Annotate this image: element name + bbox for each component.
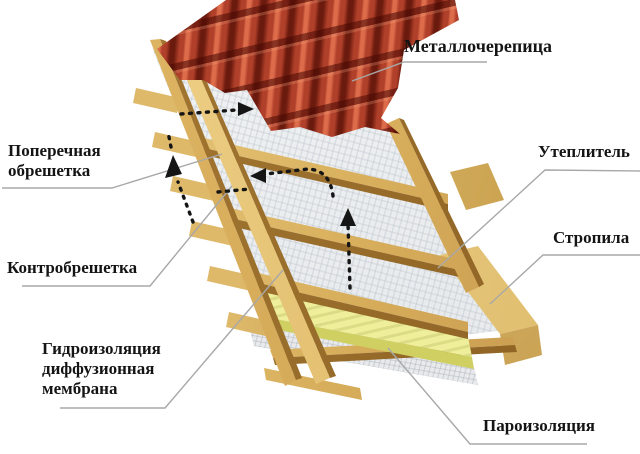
label-vapor-barrier: Пароизоляция	[483, 416, 596, 435]
leader-cross-lathing	[2, 153, 223, 189]
airflow-arrow-left	[264, 167, 335, 198]
leader-vapor-barrier	[387, 347, 587, 445]
leader-rafters	[489, 254, 640, 305]
airflow-arrow-eave	[166, 130, 195, 224]
airflow-dots-rail	[216, 187, 252, 194]
leader-counter-lathing	[22, 185, 233, 287]
leader-insulation	[437, 169, 640, 269]
leader-metal-tile	[351, 61, 487, 82]
label-counter-lathing: Контробрешетка	[7, 258, 138, 277]
airflow-arrow-up	[346, 222, 352, 290]
label-insulation: Утеплитель	[538, 142, 630, 161]
airflow-arrowhead-right	[238, 102, 254, 116]
airflow-arrow-right	[179, 108, 238, 116]
airflow-arrowhead-up	[340, 208, 356, 226]
label-rafters: Стропила	[553, 228, 630, 247]
label-metal-tile: Металлочерепица	[404, 36, 552, 56]
leader-membrane	[60, 269, 284, 409]
airflow-arrowhead-eave	[165, 155, 182, 178]
airflow-arrowhead-left	[250, 168, 266, 183]
label-cross-lathing: Поперечная обрешетка	[8, 141, 101, 180]
label-hydro-membrane: Гидроизоляция диффузионная мембрана	[42, 339, 161, 398]
